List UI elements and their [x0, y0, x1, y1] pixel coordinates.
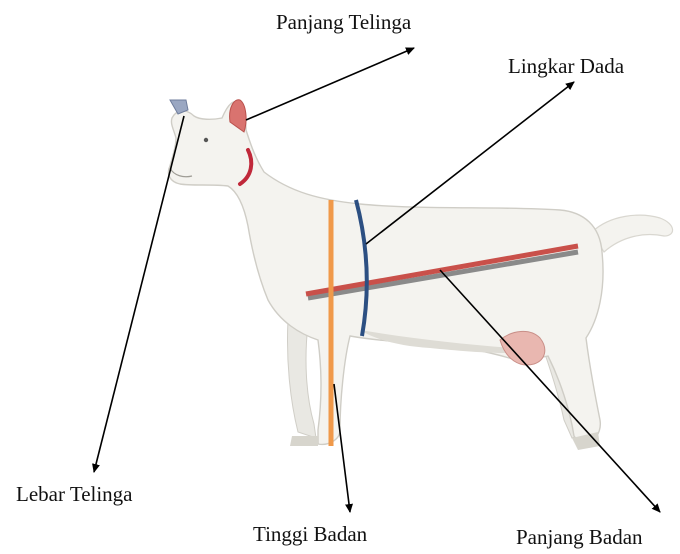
label-tinggi-badan: Tinggi Badan	[253, 524, 367, 545]
label-panjang-telinga: Panjang Telinga	[276, 12, 411, 33]
goat-body	[168, 102, 603, 446]
label-lebar-telinga: Lebar Telinga	[16, 484, 133, 505]
label-lingkar-dada: Lingkar Dada	[508, 56, 624, 77]
goat-eye	[204, 138, 208, 142]
arrow-lebar-telinga	[94, 116, 184, 472]
goat-front-hoof	[290, 436, 318, 446]
label-panjang-badan: Panjang Badan	[516, 527, 643, 548]
arrow-panjang-telinga	[246, 48, 414, 120]
arrow-tinggi-badan	[334, 384, 350, 512]
goat-tail	[592, 215, 673, 252]
